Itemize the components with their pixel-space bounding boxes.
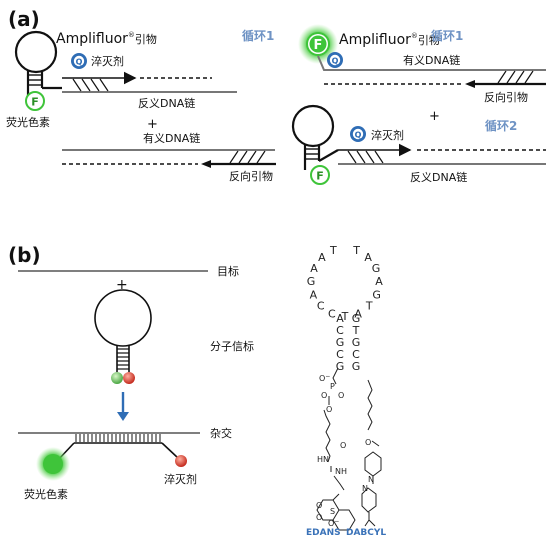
loop-base: A (318, 251, 326, 264)
loop-base: A (354, 307, 362, 320)
loop-base: T (329, 244, 337, 257)
svg-text:Q: Q (76, 58, 83, 67)
stem-base: G (352, 336, 361, 349)
molecular-beacon-label: 分子信标 (210, 339, 254, 353)
chemical-labels: O− P O O O O O HN NH N N O S O O− (316, 373, 374, 528)
sense-label-a2: 有义DNA链 (403, 53, 460, 67)
hybridization-label: 杂交 (210, 426, 232, 440)
quencher-label-a1: 淬灭剂 (91, 54, 124, 68)
loop-base: G (307, 275, 316, 288)
plus-a1: + (147, 117, 158, 132)
stem-base: G (336, 360, 345, 373)
sulfonate-minus: − (334, 518, 339, 525)
stem-base: G (352, 360, 361, 373)
hairpin-primer-cycle2 (291, 104, 339, 170)
sense-label-a1: 有义DNA链 (143, 131, 200, 145)
stem-base: T (352, 324, 360, 337)
phosphate-o-2: O (338, 391, 344, 400)
sulfonate-o-1: O (316, 501, 322, 510)
loop-base: G (372, 288, 381, 301)
panel-b-label: (b) (8, 243, 41, 267)
azo-n-1: N (368, 475, 374, 484)
svg-text:Q: Q (332, 57, 339, 66)
strands-cycle2-lower (338, 143, 546, 165)
panel-a-label: (a) (8, 7, 40, 31)
target-label: 目标 (217, 264, 239, 278)
plus-a2: + (429, 109, 440, 124)
stem-base: A (336, 312, 344, 325)
sulfonate-s: S (330, 507, 335, 516)
carbonyl-o-right: O (365, 438, 371, 447)
hybridized-quencher (175, 455, 187, 467)
down-arrow (117, 392, 129, 421)
fluorophore-badge-a1: F (25, 91, 45, 111)
phosphate-o-3: O (326, 405, 332, 414)
hybridized-fluorophore (36, 447, 70, 481)
stem-base: C (352, 348, 360, 361)
loop-base: A (310, 262, 318, 275)
sulfonate-o-minus: O (328, 519, 334, 528)
strands-cycle1-lower (62, 149, 276, 168)
edans-label: EDANS (306, 528, 341, 538)
sulfonate-o-2: O (316, 513, 322, 522)
fluorophore-glow-a2: F (298, 24, 338, 64)
loop-base: T (341, 310, 349, 323)
quencher-label-b: 淬灭剂 (164, 472, 197, 486)
fluorophore-label-b: 荧光色素 (24, 487, 68, 501)
reverse-primer-label-a1: 反向引物 (229, 169, 273, 183)
svg-text:O−: O− (328, 518, 339, 528)
molecular-beacon (94, 289, 152, 384)
strands-cycle2-upper (317, 55, 546, 88)
chemical-structure (316, 367, 382, 531)
amplifluor-primer-label-2: Amplifluor®引物 (339, 32, 440, 48)
svg-text:F: F (316, 170, 324, 183)
fluorophore-label-a: 荧光色素 (6, 115, 50, 129)
cycle2-label: 循环2 (485, 118, 517, 133)
loop-base: A (375, 275, 383, 288)
stem-base: C (336, 324, 344, 337)
amine-nh: NH (335, 467, 347, 476)
fluorophore-badge-a2: F (310, 165, 330, 185)
svg-text:F: F (31, 96, 39, 109)
amplifluor-primer-label: Amplifluor®引物 (56, 31, 157, 47)
strands-cycle1 (62, 71, 237, 93)
phosphate-o-minus-1: O− (319, 373, 330, 383)
phosphate-o-1: O (321, 391, 327, 400)
stem-base: C (336, 348, 344, 361)
loop-base: A (364, 251, 372, 264)
quencher-badge-a1: Q (71, 53, 87, 69)
loop-base: T (365, 300, 373, 313)
quencher-badge-a2: Q (327, 52, 343, 68)
loop-base: T (352, 244, 360, 257)
svg-text:F: F (314, 38, 323, 53)
reverse-primer-label-a2: 反向引物 (484, 90, 528, 104)
cycle1-label-right: 循环1 (431, 28, 463, 43)
stem-base: G (336, 336, 345, 349)
antisense-label-a1: 反义DNA链 (138, 96, 195, 110)
hybridization-rungs (75, 434, 161, 442)
cycle1-label: 循环1 (242, 28, 274, 43)
loop-base: G (372, 262, 381, 275)
svg-text:Q: Q (355, 131, 362, 140)
phosphate-p: P (330, 382, 335, 391)
dabcyl-label: DABCYL (346, 528, 386, 538)
quencher-badge-a3: Q (350, 126, 366, 142)
plus-b: + (116, 277, 128, 293)
amide-hn: HN (317, 455, 329, 464)
loop-base: C (317, 300, 325, 313)
quencher-label-a2: 淬灭剂 (371, 128, 404, 142)
antisense-label-a2: 反义DNA链 (410, 170, 467, 184)
azo-n-2: N (362, 484, 368, 493)
loop-base: A (310, 288, 318, 301)
carbonyl-o-left: O (340, 441, 346, 450)
stem-base: G (352, 312, 361, 325)
loop-base: C (328, 307, 336, 320)
